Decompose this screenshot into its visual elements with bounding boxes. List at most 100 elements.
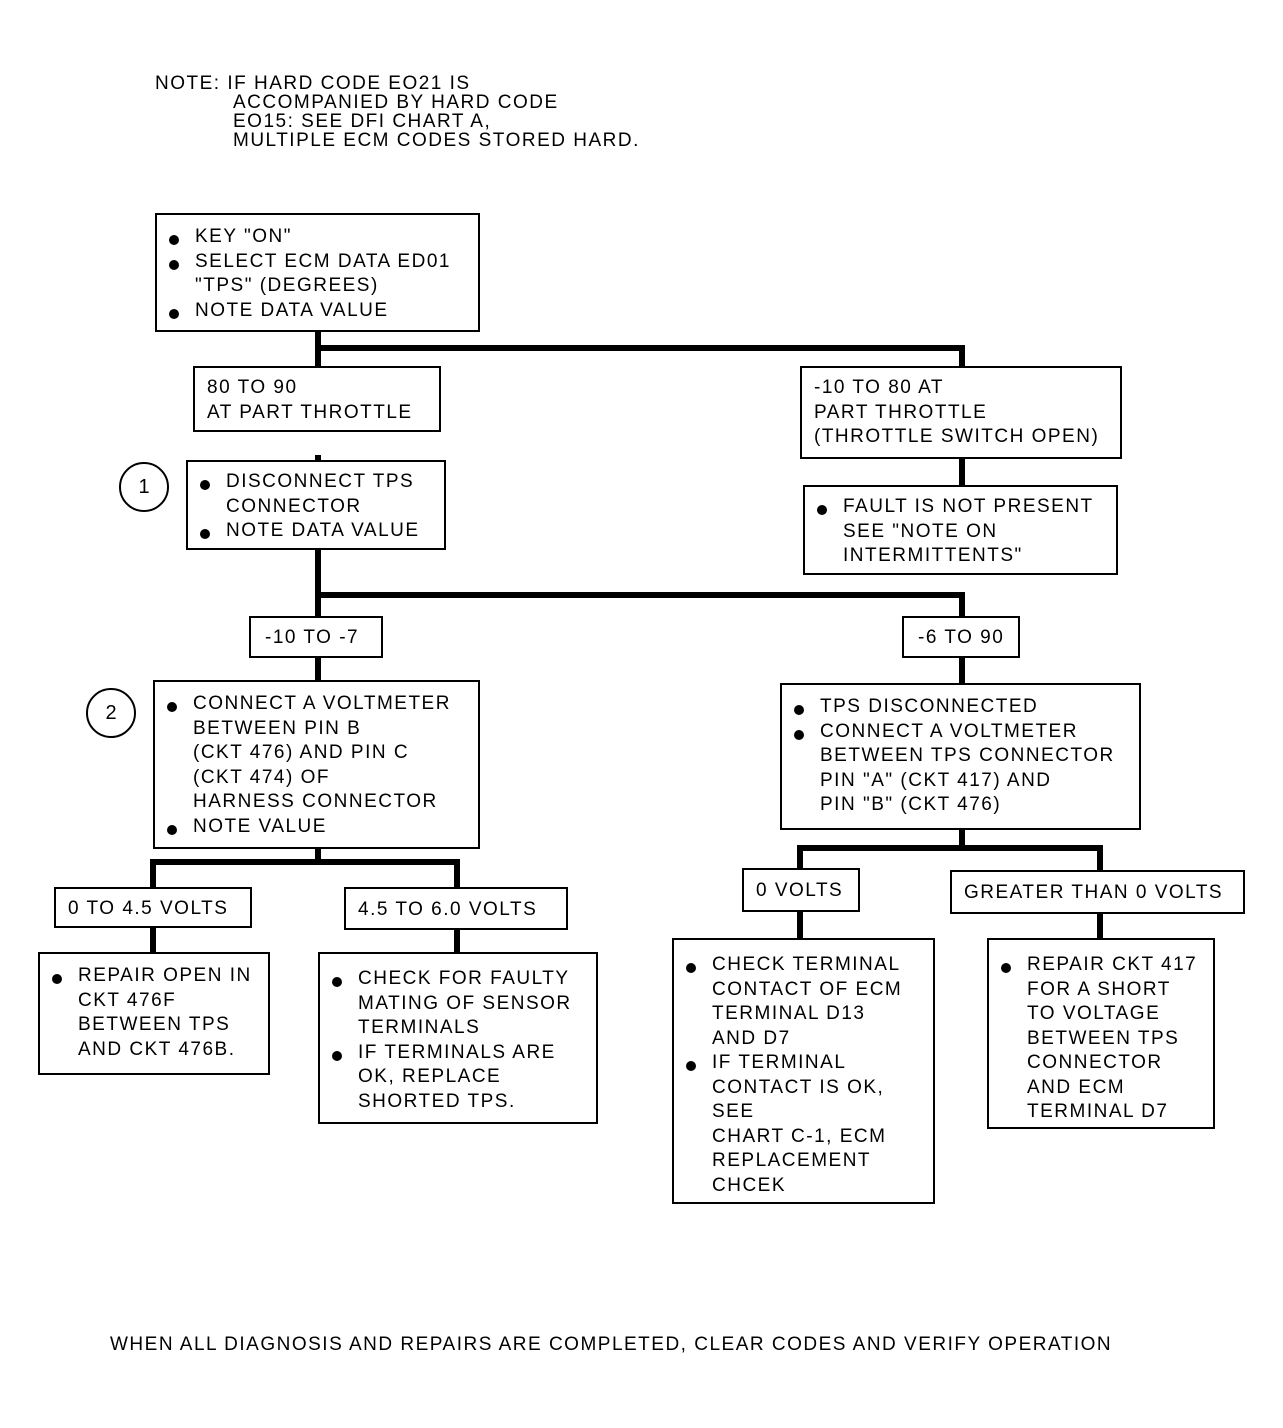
fault-not-present-line-2: SEE "NOTE ON — [843, 520, 998, 542]
tps-disconnected-line-1: TPS DISCONNECTED — [820, 696, 1039, 717]
bullet-icon — [794, 729, 804, 740]
volts-greater-than-0-box: GREATER THAN 0 VOLTS — [950, 870, 1245, 914]
check-faulty-line-4: IF TERMINALS ARE — [358, 1041, 556, 1063]
repair-open-line-4: AND CKT 476B. — [78, 1038, 236, 1060]
bullet-icon — [200, 480, 210, 490]
step-1-note-data-value: NOTE DATA VALUE — [226, 520, 420, 541]
volts-0-to-4-5-box: 0 TO 4.5 VOLTS — [54, 887, 252, 928]
repair-short-line-3: TO VOLTAGE — [1027, 1003, 1161, 1024]
check-terminal-line-4: AND D7 — [712, 1027, 791, 1049]
range-neg10-to-neg7-label: -10 TO -7 — [265, 627, 360, 648]
step-2-note-value: NOTE VALUE — [193, 815, 327, 837]
bullet-icon — [686, 963, 696, 973]
range-neg10-to-80-line-1: -10 TO 80 AT — [814, 377, 944, 398]
fault-not-present-box: FAULT IS NOT PRESENT SEE "NOTE ON INTERM… — [803, 485, 1118, 575]
volts-greater-than-0-label: GREATER THAN 0 VOLTS — [964, 882, 1224, 903]
range-neg10-to-neg7-box: -10 TO -7 — [249, 616, 383, 658]
bullet-icon — [817, 505, 827, 515]
note-line-3: EO15: SEE DFI CHART A, — [233, 111, 492, 132]
repair-open-line-1: REPAIR OPEN IN — [78, 965, 252, 986]
check-terminal-line-7: SEE — [712, 1101, 755, 1122]
repair-short-line-6: AND ECM — [1027, 1076, 1126, 1098]
repair-short-line-5: CONNECTOR — [1027, 1052, 1163, 1073]
repair-open-line-2: CKT 476F — [78, 989, 177, 1011]
repair-open-line-3: BETWEEN TPS — [78, 1014, 231, 1035]
check-faulty-line-5: OK, REPLACE — [358, 1066, 502, 1087]
check-faulty-line-6: SHORTED TPS. — [358, 1090, 516, 1112]
check-terminal-line-6: CONTACT IS OK, — [712, 1076, 885, 1098]
range-80-to-90-line-2: AT PART THROTTLE — [207, 401, 413, 423]
check-terminal-line-9: REPLACEMENT — [712, 1150, 872, 1171]
check-terminal-line-3: TERMINAL D13 — [712, 1003, 866, 1024]
range-neg10-to-80-line-3: (THROTTLE SWITCH OPEN) — [814, 426, 1100, 447]
repair-open-box: REPAIR OPEN IN CKT 476F BETWEEN TPS AND … — [38, 952, 270, 1075]
repair-short-line-7: TERMINAL D7 — [1027, 1101, 1169, 1122]
volts-0-label: 0 VOLTS — [756, 880, 844, 901]
check-terminal-line-8: CHART C-1, ECM — [712, 1125, 887, 1147]
bullet-icon — [167, 824, 177, 835]
volts-0-to-4-5-label: 0 TO 4.5 VOLTS — [68, 898, 229, 919]
tps-disconnected-box: TPS DISCONNECTED CONNECT A VOLTMETER BET… — [780, 683, 1141, 830]
connector-tps-branches — [797, 845, 1103, 873]
fault-not-present-line-1: FAULT IS NOT PRESENT — [843, 496, 1094, 517]
bullet-icon — [332, 977, 342, 987]
step-1-disconnect-tps: DISCONNECT TPS — [226, 471, 415, 492]
repair-short-box: REPAIR CKT 417 FOR A SHORT TO VOLTAGE BE… — [987, 938, 1215, 1129]
check-faulty-line-2: MATING OF SENSOR — [358, 992, 572, 1014]
check-terminal-line-10: CHCEK — [712, 1174, 787, 1196]
volts-0-box: 0 VOLTS — [742, 868, 860, 912]
repair-short-line-2: FOR A SHORT — [1027, 978, 1171, 1000]
range-80-to-90-line-1: 80 TO 90 — [207, 377, 298, 398]
start-tps-degrees: "TPS" (DEGREES) — [195, 275, 379, 296]
step-2-marker: 2 — [86, 688, 136, 738]
volts-4-5-to-6-0-label: 4.5 TO 6.0 VOLTS — [358, 899, 538, 920]
range-neg6-to-90-box: -6 TO 90 — [902, 616, 1020, 658]
step-1-box: DISCONNECT TPS CONNECTOR NOTE DATA VALUE — [186, 460, 446, 550]
range-80-to-90-box: 80 TO 90 AT PART THROTTLE — [193, 366, 441, 432]
check-terminal-line-2: CONTACT OF ECM — [712, 978, 903, 1000]
step-2-line-2: BETWEEN PIN B — [193, 717, 362, 739]
volts-4-5-to-6-0-box: 4.5 TO 6.0 VOLTS — [344, 887, 568, 930]
step-2-line-1: CONNECT A VOLTMETER — [193, 693, 451, 714]
bullet-icon — [169, 235, 179, 245]
tps-disconnected-line-3: BETWEEN TPS CONNECTOR — [820, 745, 1115, 766]
bullet-icon — [167, 702, 177, 712]
bullet-icon — [794, 705, 804, 715]
step-2-line-4: (CKT 474) OF — [193, 766, 330, 788]
bullet-icon — [332, 1050, 342, 1061]
bullet-icon — [169, 259, 179, 270]
check-faulty-line-1: CHECK FOR FAULTY — [358, 968, 570, 989]
footer-instruction: WHEN ALL DIAGNOSIS AND REPAIRS ARE COMPL… — [110, 1334, 1113, 1355]
bullet-icon — [52, 974, 62, 984]
step-2-line-3: (CKT 476) AND PIN C — [193, 742, 410, 763]
range-neg10-to-80-box: -10 TO 80 AT PART THROTTLE (THROTTLE SWI… — [800, 366, 1122, 459]
start-note-data-value: NOTE DATA VALUE — [195, 299, 389, 321]
bullet-icon — [686, 1061, 696, 1071]
range-neg10-to-80-line-2: PART THROTTLE — [814, 401, 988, 423]
note-line-4: MULTIPLE ECM CODES STORED HARD. — [233, 130, 640, 151]
tps-disconnected-line-5: PIN "B" (CKT 476) — [820, 794, 1002, 815]
bullet-icon — [169, 308, 179, 319]
start-select-ecm-data: SELECT ECM DATA ED01 — [195, 250, 451, 272]
check-faulty-mating-box: CHECK FOR FAULTY MATING OF SENSOR TERMIN… — [318, 952, 598, 1124]
check-terminal-contact-box: CHECK TERMINAL CONTACT OF ECM TERMINAL D… — [672, 938, 935, 1204]
repair-short-line-1: REPAIR CKT 417 — [1027, 954, 1198, 975]
connector-step2-branches — [150, 859, 460, 890]
connector-start-right — [315, 345, 965, 369]
start-box: KEY "ON" SELECT ECM DATA ED01 "TPS" (DEG… — [155, 213, 480, 332]
bullet-icon — [1001, 963, 1011, 973]
repair-short-line-4: BETWEEN TPS — [1027, 1027, 1180, 1049]
connector-step1-right — [315, 592, 965, 619]
tps-disconnected-line-2: CONNECT A VOLTMETER — [820, 720, 1078, 742]
fault-not-present-line-3: INTERMITTENTS" — [843, 545, 1023, 566]
range-neg6-to-90-label: -6 TO 90 — [918, 627, 1005, 648]
note-line-1: NOTE: IF HARD CODE EO21 IS — [155, 73, 471, 94]
step-1-marker: 1 — [119, 462, 169, 512]
bullet-icon — [200, 529, 210, 539]
tps-disconnected-line-4: PIN "A" (CKT 417) AND — [820, 769, 1052, 791]
check-terminal-line-1: CHECK TERMINAL — [712, 954, 901, 975]
check-faulty-line-3: TERMINALS — [358, 1017, 481, 1038]
step-2-line-5: HARNESS CONNECTOR — [193, 791, 438, 812]
step-1-connector: CONNECTOR — [226, 495, 362, 517]
